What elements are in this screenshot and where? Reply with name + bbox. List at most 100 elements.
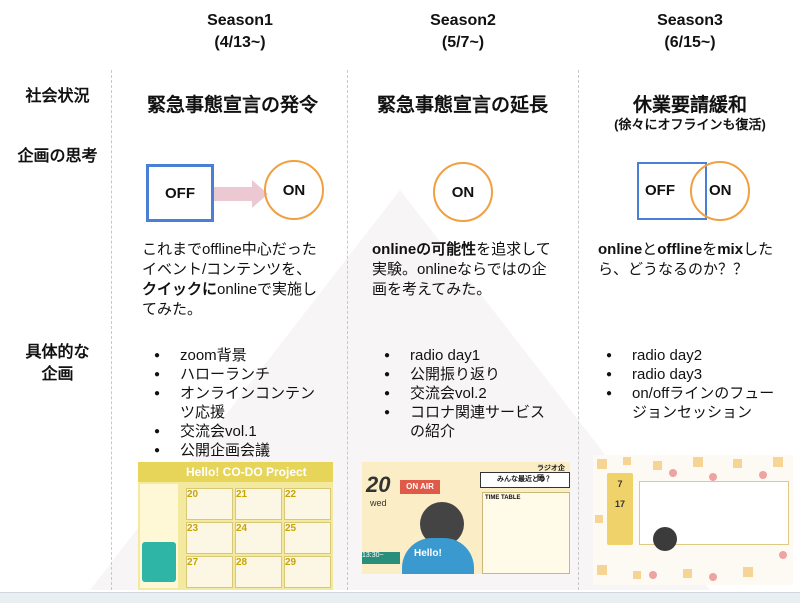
- on-label: ON: [451, 183, 475, 201]
- list-item: radio day2: [602, 346, 798, 365]
- description-emphasis: offline: [657, 241, 703, 258]
- on-label: ON: [282, 181, 306, 199]
- season1-date: (4/13~): [214, 34, 266, 51]
- phone-graphic: [142, 542, 176, 582]
- hello-text: Hello!: [414, 548, 442, 559]
- description-emphasis: online: [598, 241, 643, 258]
- list-item: 公開企画会議: [150, 441, 345, 460]
- list-item: radio day3: [602, 365, 798, 384]
- off-label: OFF: [645, 182, 675, 199]
- description-text: を: [702, 241, 718, 258]
- description-line: 画を考えてみた。: [372, 281, 492, 298]
- calendar-day: 22: [285, 489, 297, 500]
- list-item-continuation: の紹介: [410, 423, 456, 440]
- season1-header: Season1 (4/13~): [175, 10, 305, 54]
- timetable-title: TIME TABLE: [485, 495, 521, 501]
- timetable: TIME TABLE: [482, 492, 570, 574]
- season3-date: (6/15~): [664, 34, 716, 51]
- description-line: これまでoffline中心だった: [142, 241, 317, 258]
- on-circle: [690, 161, 750, 221]
- description-emphasis: mix: [717, 241, 744, 258]
- list-item: on/offラインのフュー: [602, 384, 798, 403]
- calendar-cell: 29: [284, 556, 331, 588]
- description-emphasis: クイックに: [142, 281, 218, 298]
- season2-date: (5/7~): [441, 34, 485, 51]
- description-line: クイックにonlineで実施し: [142, 280, 347, 300]
- description-line: ら、どうなるのか？？: [598, 261, 749, 278]
- date-number: 17: [614, 499, 625, 509]
- on-air-sign: ON AIR: [400, 480, 440, 494]
- season1-title: Season1: [207, 12, 273, 29]
- description-text: を追求して: [476, 241, 551, 258]
- thumbnail-date: 20: [366, 472, 391, 497]
- calendar-cell: 27: [186, 556, 233, 588]
- list-item: 交流会vol.1: [150, 422, 345, 441]
- row-label-concrete: 具体的な 企画: [10, 342, 105, 386]
- thumbnail-season1: Hello! CO-DO Project 20 21 22 23 24 25 2…: [138, 462, 333, 590]
- off-box: OFF: [146, 164, 214, 222]
- bottom-scroll-bar: [0, 592, 800, 603]
- list-item: radio day1: [380, 346, 580, 365]
- social-state-s3: 休業要請緩和: [632, 95, 747, 116]
- list-item-continuation: ジョンセッション: [632, 404, 753, 421]
- on-label: ON: [709, 182, 732, 199]
- calendar-cell: 24: [235, 522, 282, 554]
- off-label: OFF: [165, 184, 195, 202]
- calendar-cell: 23: [186, 522, 233, 554]
- social-state-s2: 緊急事態宣言の延長: [376, 95, 548, 116]
- description-text: と: [642, 241, 658, 258]
- social-state-s3-sub: (徐々にオフラインも復活): [614, 117, 766, 132]
- social-state-s1: 緊急事態宣言の発令: [146, 95, 318, 116]
- question-bubble: みんな最近どう？: [480, 472, 570, 488]
- description-text: した: [743, 241, 774, 258]
- calendar-day: 29: [285, 557, 297, 568]
- list-item: zoom背景: [150, 346, 345, 365]
- calendar-day: 20: [187, 489, 199, 500]
- description-line: onlineとofflineをmixした: [598, 240, 798, 260]
- calendar-day: 21: [236, 489, 248, 500]
- row-label-concrete-line1: 具体的な: [25, 344, 90, 361]
- description-s1: これまでoffline中心だった イベント/コンテンツを、 クイックにonlin…: [142, 240, 347, 320]
- arrow-icon: [214, 180, 268, 208]
- description-text: onlineで実施し: [217, 281, 318, 298]
- row-label-social: 社会状況: [25, 88, 90, 105]
- thumbnail-day: wed: [370, 498, 387, 508]
- list-item: 公開振り返り: [380, 365, 580, 384]
- description-line: イベント/コンテンツを、: [142, 261, 312, 278]
- list-item: ハローランチ: [150, 365, 345, 384]
- thumbnail-header: [138, 462, 333, 482]
- calendar-day: 25: [285, 523, 297, 534]
- calendar-cell: 22: [284, 488, 331, 520]
- row-label-concrete-line2: 企画: [41, 366, 74, 383]
- date-number: 7: [617, 479, 623, 489]
- season2-title: Season2: [430, 12, 496, 29]
- person-icon: [653, 527, 677, 551]
- description-emphasis: onlineの可能性: [372, 241, 477, 258]
- project-list-s1: zoom背景 ハローランチ オンラインコンテン ツ応援 交流会vol.1 公開企…: [150, 346, 345, 460]
- season3-title: Season3: [657, 12, 723, 29]
- date-strip: 7 17: [607, 473, 633, 545]
- calendar-cell: 21: [235, 488, 282, 520]
- row-label-thinking: 企画の思考: [17, 148, 98, 165]
- thumbnail-title: Hello! CO-DO Project: [186, 465, 307, 479]
- calendar-cell: 25: [284, 522, 331, 554]
- season3-header: Season3 (6/15~): [625, 10, 755, 54]
- calendar-day: 24: [236, 523, 248, 534]
- season2-header: Season2 (5/7~): [398, 10, 528, 54]
- description-line: てみた。: [142, 301, 203, 318]
- project-list-s2: radio day1 公開振り返り 交流会vol.2 コロナ関連サービス の紹介: [380, 346, 580, 441]
- on-circle: ON: [433, 162, 493, 222]
- description-line: 実験。onlineならではの企: [372, 261, 547, 278]
- description-line: onlineの可能性を追求して: [372, 240, 577, 260]
- column-divider: [578, 70, 579, 590]
- calendar-cell: 28: [235, 556, 282, 588]
- calendar-day: 23: [187, 523, 199, 534]
- description-s2: onlineの可能性を追求して 実験。onlineならではの企 画を考えてみた。: [372, 240, 577, 300]
- calendar-day: 28: [236, 557, 248, 568]
- column-divider: [111, 70, 112, 590]
- calendar-grid: 20 21 22 23 24 25 27 28 29: [186, 488, 331, 588]
- calendar-cell: 20: [186, 488, 233, 520]
- list-item: 交流会vol.2: [380, 384, 580, 403]
- list-item-continuation: ツ応援: [180, 404, 226, 421]
- thumbnail-season2: 20 wed ON AIR Hello! 13:30~ みんな最近どう？ ラジオ…: [362, 462, 570, 574]
